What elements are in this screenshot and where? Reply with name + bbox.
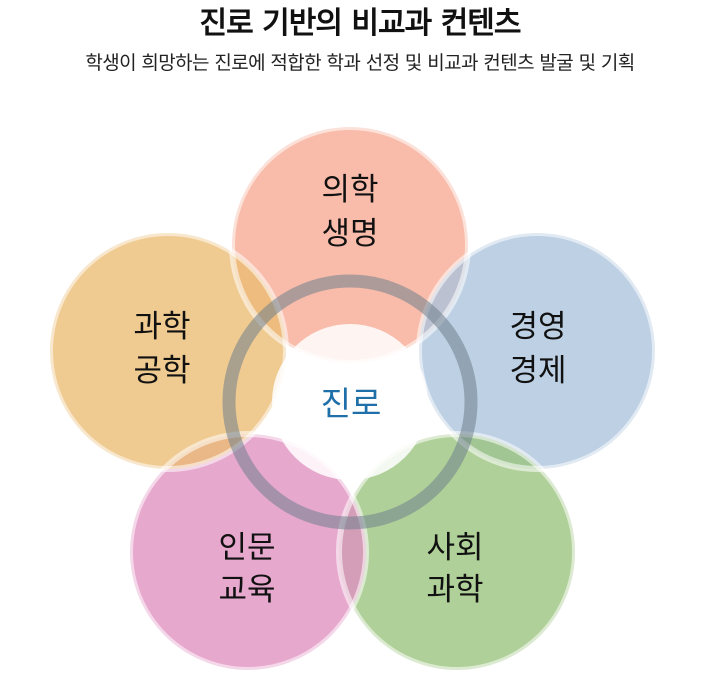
circle-social [339,434,575,670]
node-humanities-line2: 교육 [218,572,275,608]
node-medical-line1: 의학 [321,172,378,208]
node-humanities-line1: 인문 [218,530,275,566]
node-medical-line2: 생명 [321,216,378,252]
center-ring [222,274,478,530]
node-engineering-line1: 과학 [133,309,190,345]
circle-business [419,233,655,469]
circle-medical [232,127,468,363]
page-title: 진로 기반의 비교과 컨텐츠 [199,6,522,41]
node-business-line2: 경제 [509,353,566,389]
center-glow [272,324,428,480]
node-engineering-line2: 공학 [133,353,190,389]
page-subtitle: 학생이 희망하는 진로에 적합한 학과 선정 및 비교과 컨텐츠 발굴 및 기획 [85,52,635,74]
node-social-line2: 과학 [426,572,483,608]
node-business-line1: 경영 [509,309,566,345]
node-social-line1: 사회 [426,530,483,566]
circle-humanities [130,434,366,670]
center-label: 진로 [321,384,382,423]
